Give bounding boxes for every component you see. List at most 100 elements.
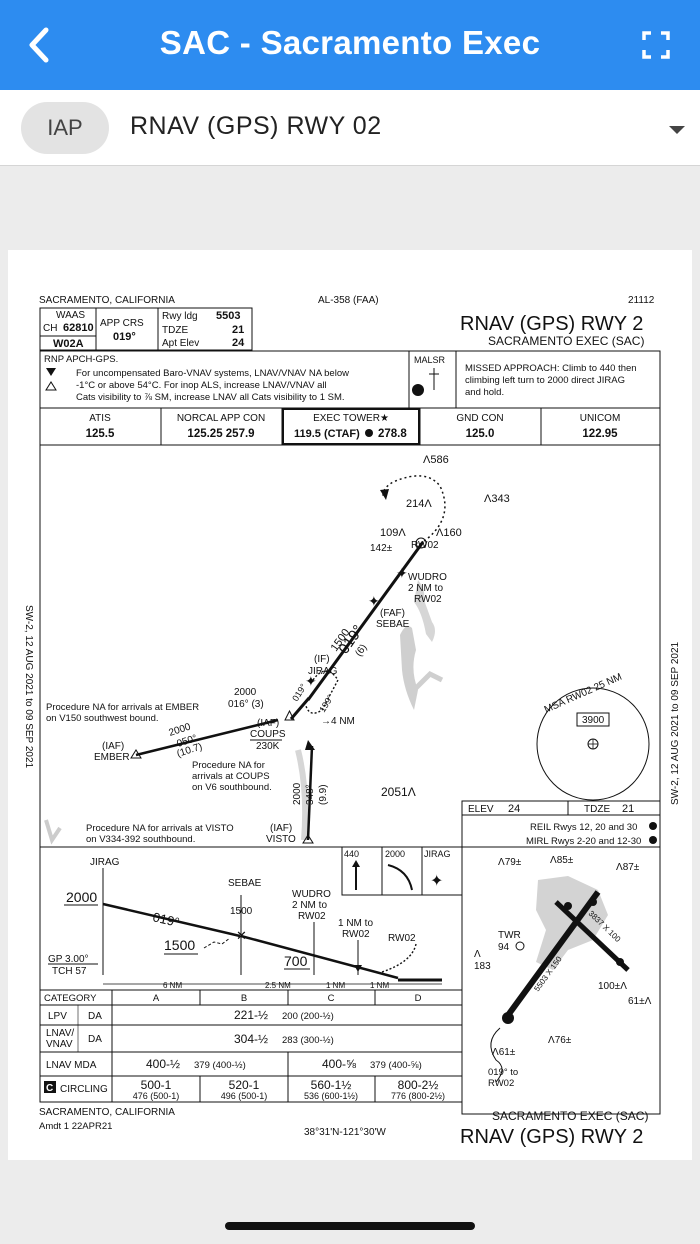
comm-tower-label: EXEC TOWER★ bbox=[313, 413, 389, 424]
profile-course: 019° bbox=[151, 909, 181, 930]
tdze-label: TDZE bbox=[162, 325, 188, 336]
chevron-left-icon bbox=[29, 27, 49, 63]
visto-dist: (9.9) bbox=[318, 784, 329, 805]
missed-line-3: and hold. bbox=[465, 387, 504, 398]
app-crs-label: APP CRS bbox=[100, 318, 144, 329]
approach-plate[interactable]: SACRAMENTO, CALIFORNIA AL-358 (FAA) 2111… bbox=[8, 250, 692, 1160]
footer-airport: SACRAMENTO EXEC (SAC) bbox=[492, 1109, 648, 1123]
min-lpv: LPV bbox=[48, 1011, 67, 1022]
runway-threshold-fix bbox=[415, 537, 427, 549]
comm-unicom-freq: 122.95 bbox=[582, 428, 618, 440]
cat-b: B bbox=[241, 993, 247, 1004]
min-lnav-cd: 400-⅝ bbox=[322, 1057, 357, 1071]
holding-pattern bbox=[305, 670, 339, 714]
app-header: SAC - Sacramento Exec bbox=[0, 0, 700, 90]
missed-line-1: MISSED APPROACH: Climb to 440 then bbox=[465, 363, 637, 374]
adg-obs-61a: 61±Λ bbox=[628, 996, 652, 1007]
profile-1nm: 1 NM to bbox=[338, 918, 373, 929]
profile-wudro-rw: RW02 bbox=[298, 911, 326, 922]
coups-speed: 230K bbox=[256, 741, 280, 752]
ember-feeder-route bbox=[135, 718, 279, 757]
adg-tdze-label: TDZE bbox=[584, 804, 610, 815]
visto-feeder-route bbox=[306, 745, 314, 841]
elev-value: 24 bbox=[508, 803, 520, 815]
circ-a: 500-1 bbox=[141, 1078, 172, 1092]
fix-coups: COUPS bbox=[250, 729, 286, 740]
note-line-1: For uncompensated Baro-VNAV systems, LNA… bbox=[76, 368, 349, 379]
profile-wudro: WUDRO bbox=[292, 889, 331, 900]
profile-alt-2000: 2000 bbox=[66, 889, 97, 905]
minimums-table bbox=[39, 989, 463, 1103]
cat-a: A bbox=[153, 993, 160, 1004]
malsr-icon bbox=[412, 384, 424, 396]
fullscreen-button[interactable] bbox=[642, 31, 670, 59]
comm-app-freq: 125.25 257.9 bbox=[187, 428, 254, 440]
sebae-fix-icon: ✦ bbox=[368, 593, 380, 609]
adg-obs-76: Λ76± bbox=[548, 1035, 572, 1046]
jirag-alt: 2000 bbox=[234, 687, 257, 698]
min-lnav-cd-hat: 379 (400-⅝) bbox=[370, 1060, 422, 1071]
footer-coords: 38°31'N-121°30'W bbox=[304, 1127, 386, 1138]
procedure-type-pill[interactable]: IAP bbox=[21, 102, 109, 154]
comm-unicom-label: UNICOM bbox=[580, 413, 621, 424]
visto-na-1: Procedure NA for arrivals at VISTO bbox=[86, 823, 234, 834]
plate-title: RNAV (GPS) RWY 2 bbox=[460, 313, 643, 335]
note-line-2: -1°C or above 54°C. For inop ALS, increa… bbox=[76, 380, 327, 391]
plate-al-number: AL-358 (FAA) bbox=[318, 295, 379, 306]
fix-wudro-rw: RW02 bbox=[414, 594, 442, 605]
jirag-fix-icon: ✦ bbox=[305, 673, 317, 689]
visto-na-2: on V334-392 southbound. bbox=[86, 834, 195, 845]
tch-value: TCH 57 bbox=[52, 966, 87, 977]
obstacle-343: Λ343 bbox=[484, 493, 510, 505]
missed-icon-2000: 2000 bbox=[385, 849, 405, 859]
ember-na-2: on V150 southwest bound. bbox=[46, 713, 159, 724]
ch-value: 62810 bbox=[63, 322, 94, 334]
mirl-note: MIRL Rwys 2-20 and 12-30 bbox=[526, 836, 641, 847]
comm-atis-label: ATIS bbox=[89, 413, 111, 424]
dropdown-arrow-icon[interactable] bbox=[669, 126, 685, 134]
side-date-right: SW-2, 12 AUG 2021 to 09 SEP 2021 bbox=[670, 641, 681, 805]
comm-gnd-freq: 125.0 bbox=[466, 428, 495, 440]
profile-1nm-rw: RW02 bbox=[342, 929, 370, 940]
footer-title: RNAV (GPS) RWY 2 bbox=[460, 1126, 643, 1148]
circ-c: 560-1½ bbox=[311, 1078, 352, 1092]
cat-d: D bbox=[415, 993, 422, 1004]
adg-tdze-value: 21 bbox=[622, 803, 634, 815]
dist-1nm-a: 1 NM bbox=[326, 981, 345, 990]
min-lpv-da: DA bbox=[88, 1011, 102, 1022]
jirag-crs: 016° (3) bbox=[228, 699, 264, 710]
missed-icon-jirag: JIRAG bbox=[424, 849, 451, 859]
visto-fix-icon bbox=[302, 834, 314, 844]
adg-arp-icon bbox=[502, 1012, 514, 1024]
runway-2-20 bbox=[503, 890, 601, 1020]
comm-gnd-label: GND CON bbox=[456, 413, 503, 424]
coups-na-1: Procedure NA for bbox=[192, 760, 265, 771]
home-indicator[interactable] bbox=[225, 1222, 475, 1230]
malsr-label: MALSR bbox=[414, 355, 446, 365]
waas-label: WAAS bbox=[56, 310, 85, 321]
profile-sebae: SEBAE bbox=[228, 878, 262, 889]
back-button[interactable] bbox=[22, 22, 62, 68]
min-lnavvnav-2: VNAV bbox=[46, 1039, 73, 1050]
note-line-3: Cats visibility to ⅞ SM, increase LNAV a… bbox=[76, 392, 345, 403]
part-time-icon bbox=[365, 429, 373, 437]
triangle-a-icon bbox=[45, 381, 57, 391]
fix-ember: EMBER bbox=[94, 752, 130, 763]
min-lnavvnav-1: LNAV/ bbox=[46, 1028, 74, 1039]
obstacle-214: 214Λ bbox=[406, 498, 432, 510]
adg-obs-79: Λ79± bbox=[498, 857, 522, 868]
missed-line-2: climbing left turn to 2000 direct JIRAG bbox=[465, 375, 625, 386]
obstacle-586: Λ586 bbox=[423, 454, 449, 466]
profile-alt-700: 700 bbox=[284, 953, 308, 969]
comm-atis-freq: 125.5 bbox=[86, 428, 115, 440]
profile-alt-1500-top: 1500 bbox=[230, 906, 253, 917]
obstacle-160: Λ160 bbox=[436, 527, 462, 539]
tdze-value: 21 bbox=[232, 324, 244, 336]
msa-circle bbox=[536, 687, 650, 801]
missed-icon-440: 440 bbox=[344, 849, 359, 859]
apt-elev-value: 24 bbox=[232, 337, 245, 349]
procedure-dropdown[interactable]: RNAV (GPS) RWY 02 bbox=[130, 112, 382, 140]
elev-label: ELEV bbox=[468, 804, 494, 815]
profile-wudro-nm: 2 NM to bbox=[292, 900, 327, 911]
ember-iaf: (IAF) bbox=[102, 741, 124, 752]
